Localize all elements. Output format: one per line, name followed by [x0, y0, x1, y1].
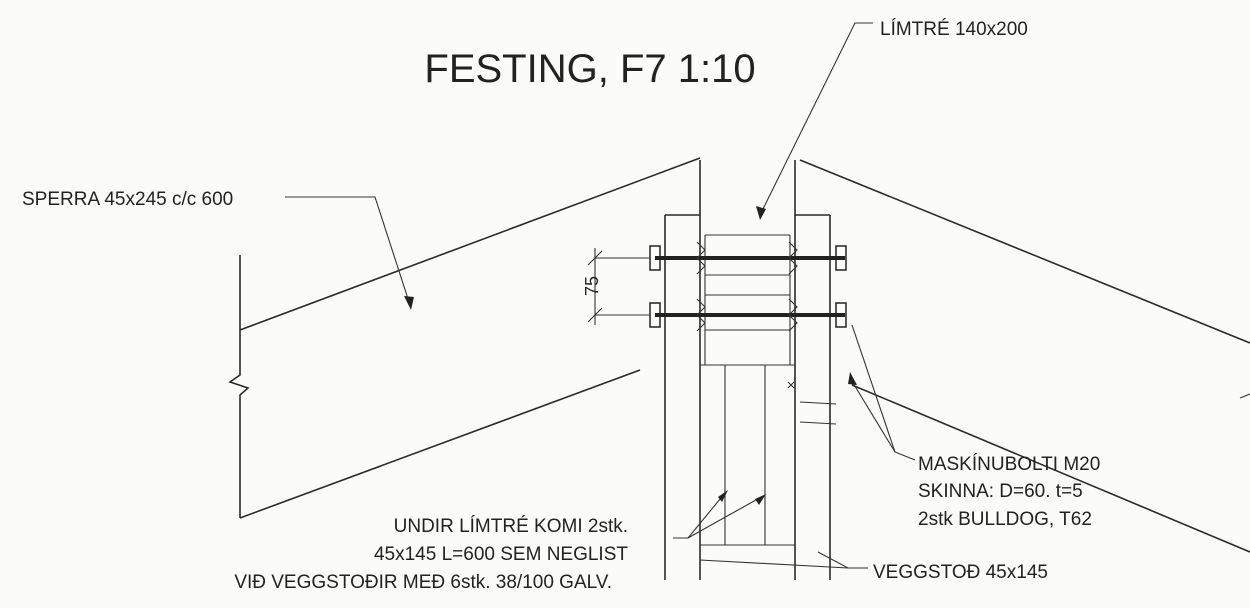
dimension-text: 75 [582, 276, 602, 296]
left-rafter [228, 157, 701, 519]
right-rafter [799, 159, 1250, 553]
bolt-lower [649, 298, 847, 332]
stud-column [664, 160, 837, 580]
bolt-upper [649, 241, 847, 275]
leader-glulam: LÍMTRÉ 140x200 [756, 19, 1028, 220]
label-bolt-2: SKINNA: D=60. t=5 [918, 481, 1083, 502]
label-rafter: SPERRA 45x245 c/c 600 [22, 189, 233, 210]
label-glulam: LÍMTRÉ 140x200 [880, 19, 1028, 40]
drawing-title: FESTING, F7 1:10 [424, 47, 755, 91]
leader-stud: VEGGSTOÐ 45x145 [699, 551, 1048, 583]
leader-bolt: MASKÍNUBOLTI M20 SKINNA: D=60. t=5 2stk … [848, 324, 1100, 530]
leader-rafter: SPERRA 45x245 c/c 600 [22, 189, 414, 310]
label-stud: VEGGSTOÐ 45x145 [873, 562, 1048, 583]
label-under-1: UNDIR LÍMTRÉ KOMI 2stk. [394, 516, 628, 537]
label-bolt-3: 2stk BULLDOG, T62 [918, 509, 1092, 530]
label-under-2: 45x145 L=600 SEM NEGLIST [374, 544, 628, 565]
leader-under: UNDIR LÍMTRÉ KOMI 2stk. 45x145 L=600 SEM… [234, 490, 766, 593]
label-bolt-1: MASKÍNUBOLTI M20 [918, 454, 1100, 475]
dimension-bolt-spacing: 75 [582, 248, 650, 325]
label-under-3: VIÐ VEGGSTOÐIR MEÐ 6stk. 38/100 GALV. [234, 572, 612, 593]
